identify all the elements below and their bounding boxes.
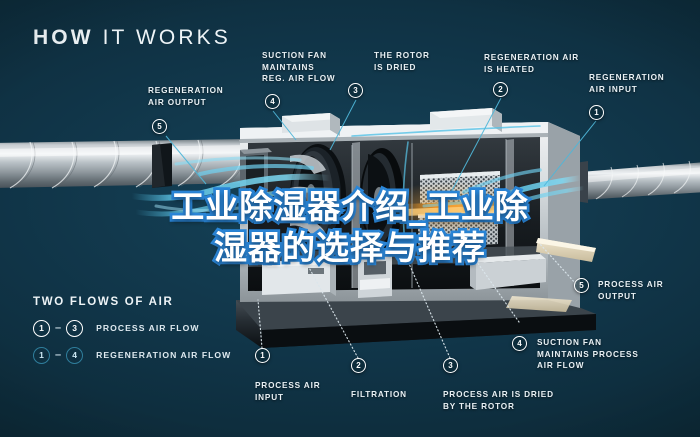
page-title: HOW IT WORKS: [33, 26, 231, 50]
callout-label-rotor-dried: THE ROTOR IS DRIED: [374, 51, 430, 72]
callout-marker-3-rotor-dried[interactable]: 3: [348, 83, 363, 98]
callout-marker-1-process-input[interactable]: 1: [255, 348, 270, 363]
legend: TWO FLOWS OF AIR 1 – 3 PROCESS AIR FLOW …: [33, 296, 231, 373]
callout-marker-4-suction-fan-process[interactable]: 4: [512, 336, 527, 351]
legend-circle-1-white: 1: [33, 319, 50, 337]
legend-circle-3-white: 3: [66, 319, 84, 337]
legend-dash: –: [55, 322, 62, 334]
callout-marker-3-process-dried[interactable]: 3: [443, 358, 458, 373]
watermark-line-1: 工业除湿器介绍_工业除: [169, 184, 531, 229]
callout-label-filtration: FILTRATION: [351, 390, 407, 399]
callout-marker-4-suction-fan-reg[interactable]: 4: [265, 94, 280, 109]
title-bold: HOW: [33, 26, 94, 49]
callout-label-process-air-dried: PROCESS AIR IS DRIED BY THE ROTOR: [443, 390, 554, 411]
callout-marker-5-process-output[interactable]: 5: [574, 278, 589, 293]
legend-row-regeneration-air[interactable]: 1 – 4 REGENERATION AIR FLOW: [33, 346, 231, 364]
legend-row-process-air[interactable]: 1 – 3 PROCESS AIR FLOW: [33, 319, 231, 337]
callout-label-regeneration-air-output: REGENERATION AIR OUTPUT: [148, 86, 224, 107]
legend-dash-2: –: [55, 349, 62, 361]
legend-label-regeneration-air-flow: REGENERATION AIR FLOW: [96, 350, 232, 360]
callout-marker-2-regeneration-heated[interactable]: 2: [493, 82, 508, 97]
callout-label-process-air-input: PROCESS AIR INPUT: [255, 381, 321, 402]
watermark-line-2: 湿器的选择与推荐: [211, 225, 488, 270]
legend-circle-4-blue: 4: [66, 346, 84, 364]
title-light: IT WORKS: [102, 26, 231, 49]
callout-label-regeneration-heated: REGENERATION AIR IS HEATED: [484, 53, 580, 74]
callout-marker-1-regeneration-input[interactable]: 1: [589, 105, 604, 120]
callout-marker-2-filtration[interactable]: 2: [351, 358, 366, 373]
callout-label-suction-fan-process: SUCTION FAN MAINTAINS PROCESS AIR FLOW: [537, 338, 639, 371]
legend-circle-1-blue: 1: [33, 346, 50, 364]
watermark-title: 工业除湿器介绍_工业除 湿器的选择与推荐: [0, 184, 700, 270]
legend-label-process-air-flow: PROCESS AIR FLOW: [96, 323, 200, 333]
legend-title: TWO FLOWS OF AIR: [33, 296, 174, 308]
callout-label-process-air-output: PROCESS AIR OUTPUT: [598, 280, 664, 301]
callout-label-suction-fan-reg: SUCTION FAN MAINTAINS REG. AIR FLOW: [262, 51, 336, 84]
callout-marker-5-regeneration-output[interactable]: 5: [152, 119, 167, 134]
callout-label-regeneration-air-input: REGENERATION AIR INPUT: [589, 73, 665, 94]
